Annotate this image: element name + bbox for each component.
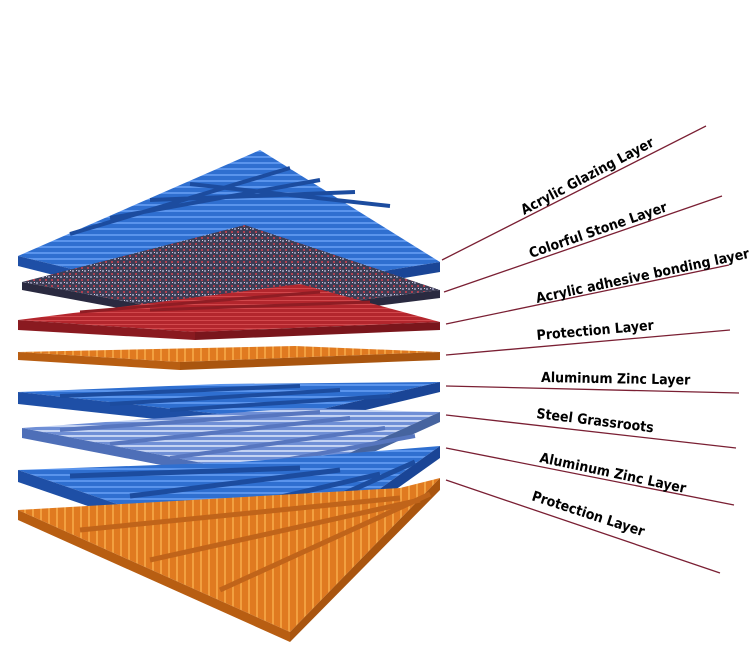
label-acrylic-glazing: Acrylic Glazing Layer xyxy=(518,134,657,218)
leader-steel-grassroots xyxy=(445,414,737,449)
label-aluminum-zinc-1: Aluminum Zinc Layer xyxy=(541,370,691,389)
label-colorful-stone: Colorful Stone Layer xyxy=(527,199,670,262)
sheet-acrylic-adhesive xyxy=(18,284,440,340)
label-protection-1: Protection Layer xyxy=(536,318,655,344)
leader-protection-1 xyxy=(445,329,731,356)
label-aluminum-zinc-2: Aluminum Zinc Layer xyxy=(538,450,688,497)
leader-aluminum-zinc-2 xyxy=(445,447,735,506)
sheet-protection-top xyxy=(18,346,440,370)
label-acrylic-adhesive: Acrylic adhesive bonding layer xyxy=(535,246,751,307)
leader-aluminum-zinc-1 xyxy=(445,385,740,394)
sheet-protection-bottom xyxy=(18,478,440,642)
layer-labels: Acrylic Glazing Layer Colorful Stone Lay… xyxy=(518,134,751,540)
leader-acrylic-adhesive xyxy=(445,264,730,325)
leader-protection-2 xyxy=(445,479,721,574)
leader-colorful-stone xyxy=(443,195,723,293)
leader-lines xyxy=(441,125,740,574)
leader-acrylic-glazing xyxy=(441,125,707,261)
